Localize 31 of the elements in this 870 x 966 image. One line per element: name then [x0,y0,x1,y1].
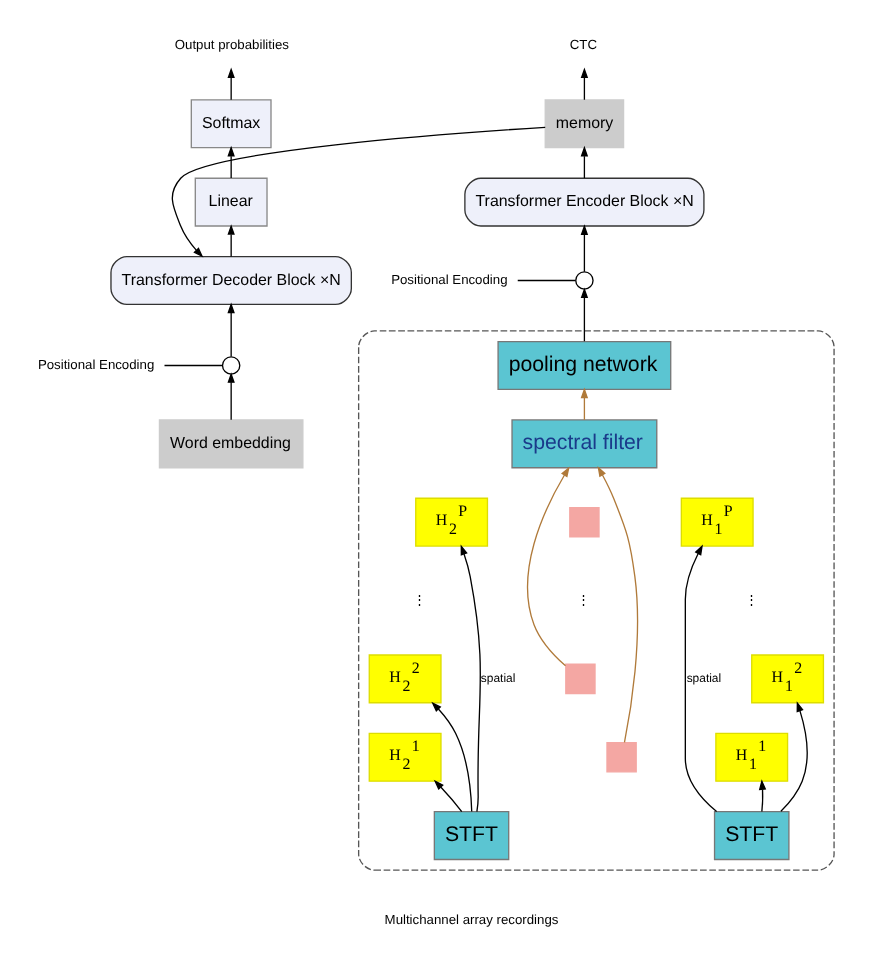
arrow [579,145,588,179]
arrow [579,387,588,421]
node-cross [605,741,636,773]
arrow [579,224,588,273]
arrow [432,779,462,813]
arrow [226,224,234,258]
arrow [525,466,569,667]
arrow [459,544,480,813]
arrow [226,67,234,101]
arrow [757,779,766,813]
node-circle [220,356,240,375]
arrow [579,67,588,101]
arrow [779,701,807,812]
node-box: STFT [712,811,789,861]
arrow [226,145,234,179]
node-box: STFT [432,811,509,861]
arrow [226,372,234,421]
node-cross [568,506,599,538]
connector [162,364,222,367]
arrow [170,126,545,258]
node-cross [564,663,595,695]
node-box: pooling network [496,340,671,391]
connector [516,279,576,282]
node-box: spectral filter [510,419,657,469]
cluster [356,330,834,871]
arrow [226,302,234,358]
arrow [430,701,472,813]
arrow [579,287,588,342]
arrow [683,544,717,813]
arrow [596,466,638,744]
node-circle [574,271,593,290]
